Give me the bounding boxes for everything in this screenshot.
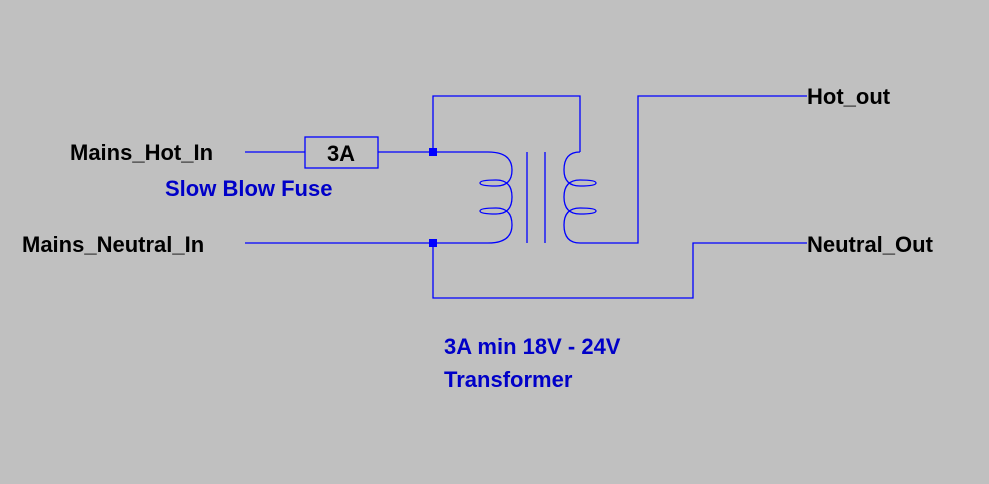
label-hot-out: Hot_out: [807, 84, 891, 109]
fuse-description: Slow Blow Fuse: [165, 176, 332, 201]
transformer: 3A min 18V - 24V Transformer: [444, 151, 621, 392]
wire-primary-top-loop: [432, 95, 581, 152]
junction-hot: [429, 148, 437, 156]
label-mains-hot-in: Mains_Hot_In: [70, 140, 213, 165]
wire-hot-out: [580, 95, 807, 244]
primary-winding: [479, 151, 513, 244]
transformer-spec: 3A min 18V - 24V: [444, 334, 621, 359]
label-neutral-out: Neutral_Out: [807, 232, 934, 257]
fuse: 3A Slow Blow Fuse: [165, 136, 379, 201]
junction-neutral: [429, 239, 437, 247]
fuse-rating: 3A: [327, 141, 355, 166]
secondary-winding: [563, 151, 597, 244]
primary-wires: [245, 95, 807, 299]
label-mains-neutral-in: Mains_Neutral_In: [22, 232, 204, 257]
secondary-wires: [580, 95, 807, 244]
wire-neutral-out: [432, 242, 807, 299]
transformer-name: Transformer: [444, 367, 573, 392]
fuse-body: [304, 136, 379, 169]
